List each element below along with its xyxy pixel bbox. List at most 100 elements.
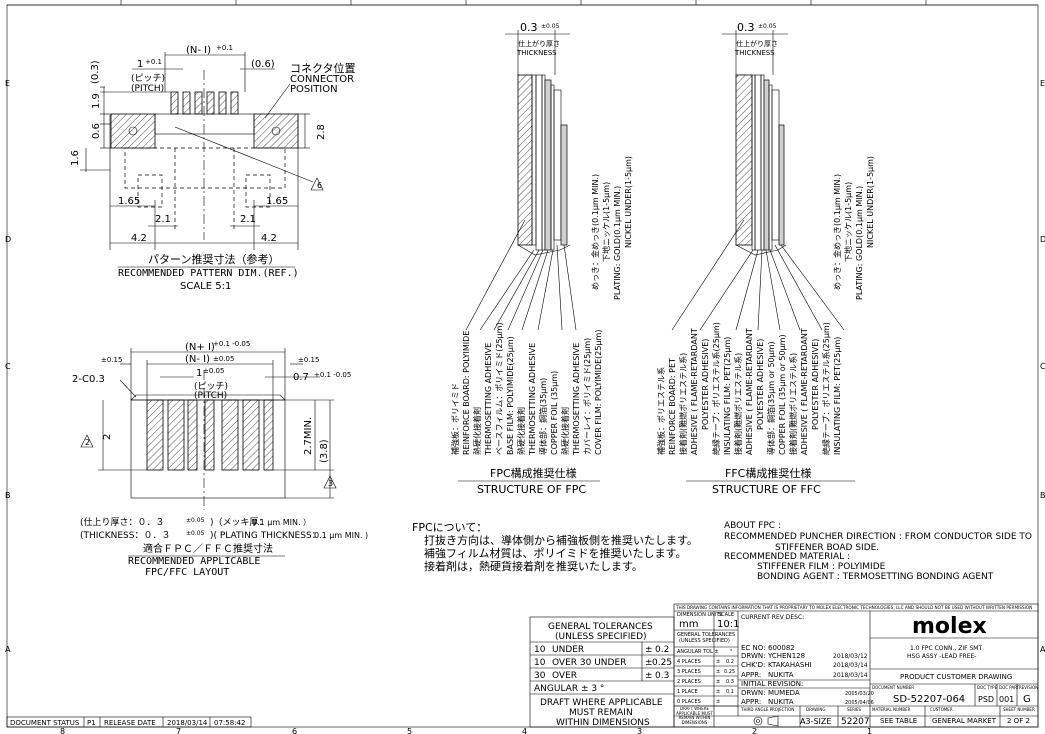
ffc-layer-3-jp: 絶縁テープ：ポリエステル系(25μm) [711, 322, 721, 455]
sheet-number-value: 2 OF 2 [1007, 717, 1030, 725]
dim-n-plus-1: (N+ I) [185, 342, 215, 353]
row-label-d-right: D [1040, 235, 1045, 244]
ffc-layer-5-en: COPPER FOIL (35μm or 50μm) [778, 334, 787, 455]
notes-jp-line-3: 接着剤は，熱硬貨接着剤を推奨いたします。 [424, 559, 643, 573]
col-label-5-bottom: 5 [407, 727, 412, 734]
connector-position-jp: コネクタ位置 [290, 61, 356, 75]
document-type-value: PSD [978, 695, 994, 704]
tol-row-1-b: UNDER [552, 645, 584, 655]
tol-row-3-c: ± [645, 671, 653, 681]
ffc-layer-1-jp: 補強板：ポリエステル系 [656, 367, 666, 455]
tol-row-3-a: 30 [534, 671, 546, 681]
notes-jp-line-1: 打抜き方向は、導体側から補強板側を推奨いたします。 [424, 533, 698, 547]
ffc-thickness-en: THICKNESS [734, 49, 775, 57]
ffc-structure-title-jp: FFC構成推奨仕様 [725, 466, 811, 480]
ffc-structure-view: 0.3 ±0.05 仕上がり厚さ THICKNESS 補強板：ポリエステル系 R… [656, 21, 875, 496]
dim-0-7: 0.7 [293, 372, 309, 383]
places-4-val: 0.2 [726, 659, 734, 665]
row-label-e-left: E [5, 79, 10, 88]
connector-position-en1: CONNECTOR [290, 74, 354, 85]
col-label-6-bottom: 6 [292, 727, 297, 734]
border-column-ticks-top [120, 0, 927, 5]
pattern-pads [170, 91, 239, 115]
fpc-plating-jp2: 下地ニッケル(1-5μm) [601, 182, 611, 262]
thickness-jp: (仕上り厚さ：０．３ [80, 516, 165, 528]
fpc-structure-view: 0.3 ±0.05 仕上がり厚さ THICKNESS 補強板：ポリイミド REI [450, 21, 633, 496]
drwn2-label: DRWN: [741, 689, 766, 697]
right-solder-pad [253, 113, 299, 149]
ffc-layer-4-en1: ADHESIVE ( FLAME-RETARDANT [745, 328, 754, 455]
tol-draft-1: DRAFT WHERE APPLICABLE [540, 698, 663, 708]
row-label-d-left: D [5, 235, 11, 244]
places-3-val: 0.25 [724, 669, 735, 675]
connector-position-en2: POSITION [290, 84, 338, 95]
marker-3: 3 [328, 479, 333, 488]
chkd-value: KTAKAHASHI [768, 661, 812, 669]
places-1-val: 0.1 [726, 689, 734, 695]
release-date-value: 2018/03/14 [167, 719, 208, 727]
unless-label: (UNLESS SPECIFIED) [679, 638, 730, 644]
product-line-2: HSG ASSY -LEAD FREE- [907, 653, 976, 660]
thickness-en-tol: ±0.05 [186, 530, 205, 537]
fpc-layer-2-en: THERMOSETTING ADHESIVE [484, 343, 493, 456]
ffc-layer-4-jp: 接着剤(難燃ポリエステル系) [733, 353, 743, 455]
third-angle-projection-icon [753, 715, 779, 727]
document-part-value: 001 [999, 695, 1014, 704]
notes-en-line-1: RECOMMENDED PUNCHER DIRECTION : FROM CON… [724, 532, 1032, 542]
pattern-title-en: RECOMMENDED PATTERN DIM.(REF.) [118, 268, 299, 279]
appr2-value: NUKITA [768, 698, 794, 706]
dim-1-9: 1.9 [91, 93, 102, 109]
col-label-1-bottom: 1 [867, 727, 872, 734]
fpc-layer-1-en: REINFORCE BOARD: POLYIMIDE [462, 331, 471, 455]
dim-n-minus-1-tol: +0.1 [216, 44, 233, 52]
fpc-plating-en1: PLATING: GOLD(0.1μm MIN.) [613, 186, 622, 300]
doc-number-label: DOCUMENT NUMBER [872, 685, 914, 690]
dim-3-8: (3.8) [319, 439, 330, 463]
document-number: SD-52207-064 [893, 694, 965, 705]
appr-label: APPR: [741, 671, 761, 679]
fpc-layer-5-en: COPPER FOIL (35μm) [550, 371, 559, 455]
recommended-pattern-view: (0.3) 1 +0.1 (ピッチ) (PITCH) (N- I) +0.1 (… [70, 44, 356, 292]
ffc-thickness-jp: 仕上がり厚さ [736, 39, 778, 48]
angular-tol-label: ANGULAR TOL ± [677, 649, 719, 655]
row-label-c-right: C [1040, 362, 1045, 371]
dim-1-left-tol: ±0.15 [101, 356, 122, 364]
doc-status-label: DOCUMENT STATUS [10, 719, 80, 727]
fpc-layer-6-jp: 熱硬化接着剤 [560, 407, 570, 455]
layout-title-en2: FPC/FFC LAYOUT [145, 567, 229, 578]
fpc-plating-en2: NICKEL UNDER(1-5μm) [624, 156, 633, 248]
release-date-label: RELEASE DATE [104, 719, 156, 727]
chkd-label: CHK'D: [741, 661, 765, 669]
fpc-thickness-tol: ±0.05 [541, 23, 560, 30]
row-label-c-left: C [5, 362, 11, 371]
fpc-thickness: 0.3 [520, 21, 538, 34]
dim-1-layout: 1 [196, 368, 202, 379]
product-line-1: 1.0 FPC CONN., ZIF SMT [910, 645, 982, 652]
tol-title-1: GENERAL TOLERANCES [548, 622, 653, 632]
release-time-value: 07:58:42 [214, 719, 245, 727]
tol-row-2-b: OVER 30 UNDER [552, 658, 626, 668]
ffc-layer-7-jp: 絶縁テープ：ポリエステル系(25μm) [821, 322, 831, 455]
tol-row-3-b: OVER [552, 671, 577, 681]
revision-label: REVISION [1019, 685, 1038, 690]
tol-title-2: (UNLESS SPECIFIED) [555, 632, 647, 642]
doc-status-value: P1 [87, 719, 96, 727]
places-3-pm: ± [716, 669, 720, 675]
dim-0-6: 0.6 [91, 123, 102, 139]
places-4: 4 PLACES [677, 659, 701, 665]
initial-revision-label: INITIAL REVISION: [741, 680, 803, 688]
appr2-label: APPR: [741, 698, 761, 706]
notes-jp-heading: FPCについて： [412, 521, 487, 534]
left-solder-pad [110, 113, 156, 149]
title-block: THIS DRAWING CONTAINS INFORMATION THAT I… [673, 603, 1039, 728]
row-label-a-left: A [5, 645, 11, 654]
notes-jp-line-2: 補強フィルム材質は、ポリイミドを推奨いたします。 [424, 546, 686, 560]
fpc-layer-3-en: BASE FILM: POLYIMIDE(25μm) [506, 336, 515, 455]
places-1-pm: ± [716, 689, 720, 695]
gen-tol-label: GENERAL TOLERANCES [677, 632, 735, 638]
dim-0-6-top: (0.6) [251, 59, 275, 70]
material-number-label: MATERIAL NUMBER [872, 707, 911, 712]
row-label-a-right: A [1040, 645, 1045, 654]
scale-header: SCALE [718, 612, 734, 618]
